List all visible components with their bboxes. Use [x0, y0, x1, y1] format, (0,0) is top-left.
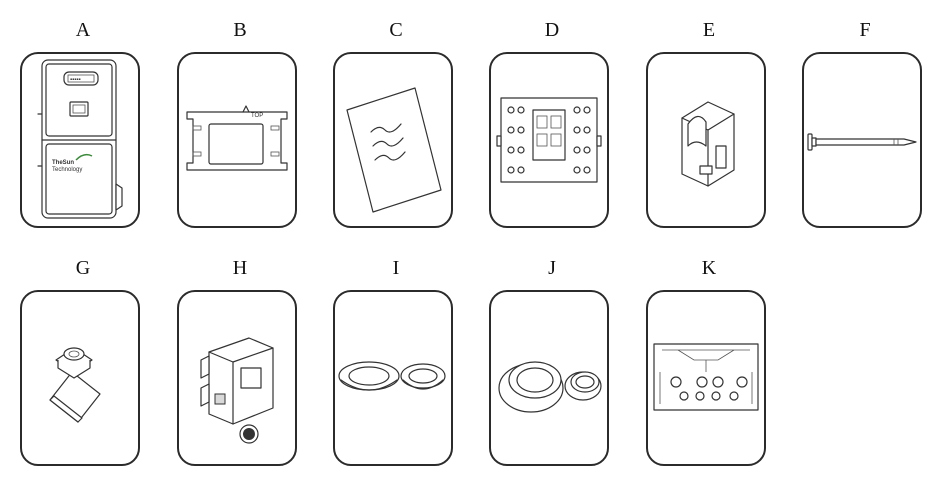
item-card-h — [177, 290, 297, 466]
item-letter-f: F — [802, 19, 928, 41]
accessory-j: J — [489, 257, 615, 279]
item-card-i — [333, 290, 453, 466]
item-card-a: ▪▪▪▪▪ TheSun Technology — [20, 52, 140, 228]
accessory-d: D — [489, 19, 615, 41]
item-card-k — [646, 290, 766, 466]
item-letter-a: A — [20, 19, 146, 41]
item-letter-g: G — [20, 257, 146, 279]
current-clamp-sensor-icon — [648, 54, 764, 226]
top-marking: TOP — [251, 113, 263, 119]
waterproof-rings-icon — [491, 292, 607, 464]
cable-gland-plug-icon — [22, 292, 138, 464]
brand-label: TheSun — [52, 160, 74, 166]
accessory-g: G — [20, 257, 146, 279]
item-letter-b: B — [177, 19, 303, 41]
item-card-f — [802, 52, 922, 228]
connector-module-icon — [179, 292, 295, 464]
item-card-c — [333, 52, 453, 228]
mounting-bracket-icon: TOP — [179, 54, 295, 226]
item-letter-h: H — [177, 257, 303, 279]
item-card-g — [20, 290, 140, 466]
document-sheet-icon — [335, 54, 451, 226]
terminal-block-meter-icon — [491, 54, 607, 226]
item-letter-e: E — [646, 19, 772, 41]
item-letter-c: C — [333, 19, 459, 41]
wiring-panel-diagram-icon — [648, 292, 764, 464]
item-card-d — [489, 52, 609, 228]
item-card-e — [646, 52, 766, 228]
expansion-bolt-icon — [804, 54, 920, 226]
item-letter-j: J — [489, 257, 615, 279]
accessory-a: A ▪▪▪▪▪ TheSun Technology — [20, 19, 146, 41]
accessory-k: K — [646, 257, 772, 279]
rubber-grommets-icon — [335, 292, 451, 464]
accessory-b: B TOP — [177, 19, 303, 41]
accessory-h: H — [177, 257, 303, 279]
item-letter-d: D — [489, 19, 615, 41]
accessory-c: C — [333, 19, 459, 41]
item-card-j — [489, 290, 609, 466]
accessory-e: E — [646, 19, 772, 41]
accessory-i: I — [333, 257, 459, 279]
item-card-b: TOP — [177, 52, 297, 228]
item-letter-k: K — [646, 257, 772, 279]
item-letter-i: I — [333, 257, 459, 279]
inverter-unit-icon: ▪▪▪▪▪ TheSun Technology — [22, 54, 138, 226]
svg-text:▪▪▪▪▪: ▪▪▪▪▪ — [70, 77, 81, 83]
brand-sub-label: Technology — [52, 167, 82, 173]
accessory-f: F — [802, 19, 928, 41]
